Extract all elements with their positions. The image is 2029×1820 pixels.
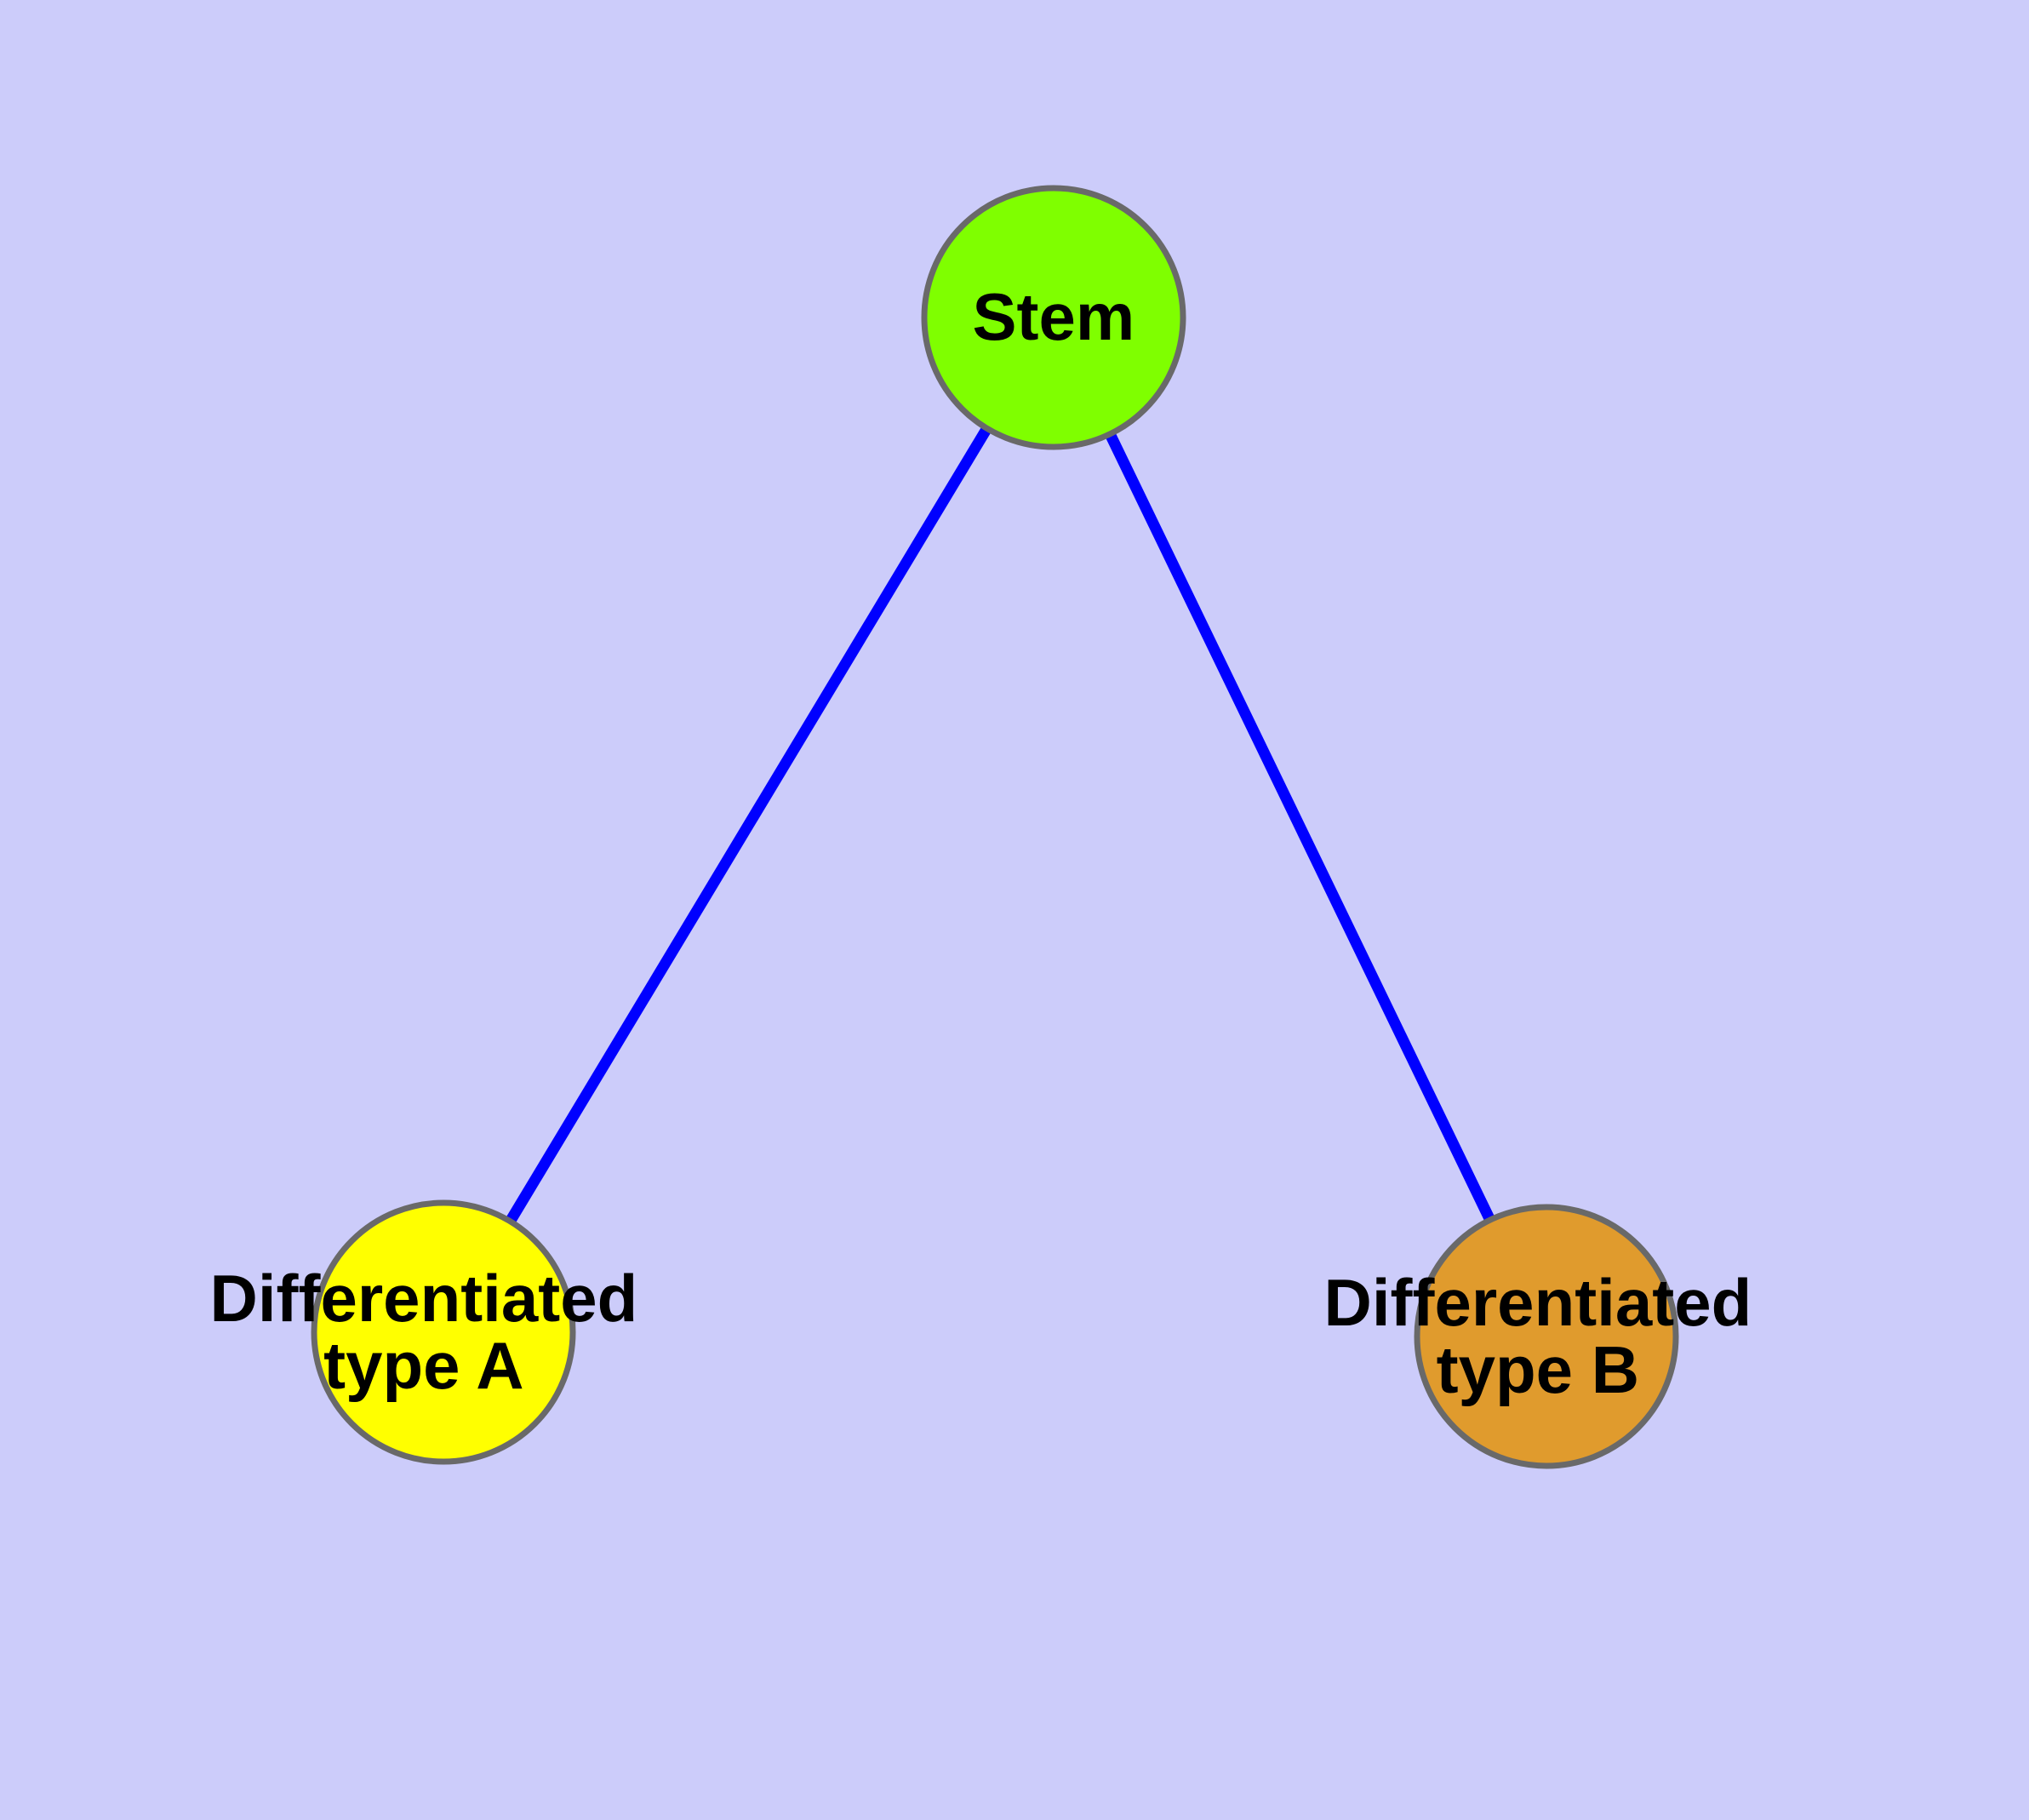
graph-node-stem[interactable] <box>921 185 1186 450</box>
graph-node-diff-a[interactable] <box>311 1199 576 1465</box>
node-layer <box>311 185 1679 1469</box>
graph-node-diff-b[interactable] <box>1414 1204 1679 1469</box>
graph-edge-stem-to-diff-b <box>1105 432 1495 1222</box>
graph-edge-stem-to-diff-a <box>506 426 992 1224</box>
edge-layer <box>506 426 1495 1224</box>
